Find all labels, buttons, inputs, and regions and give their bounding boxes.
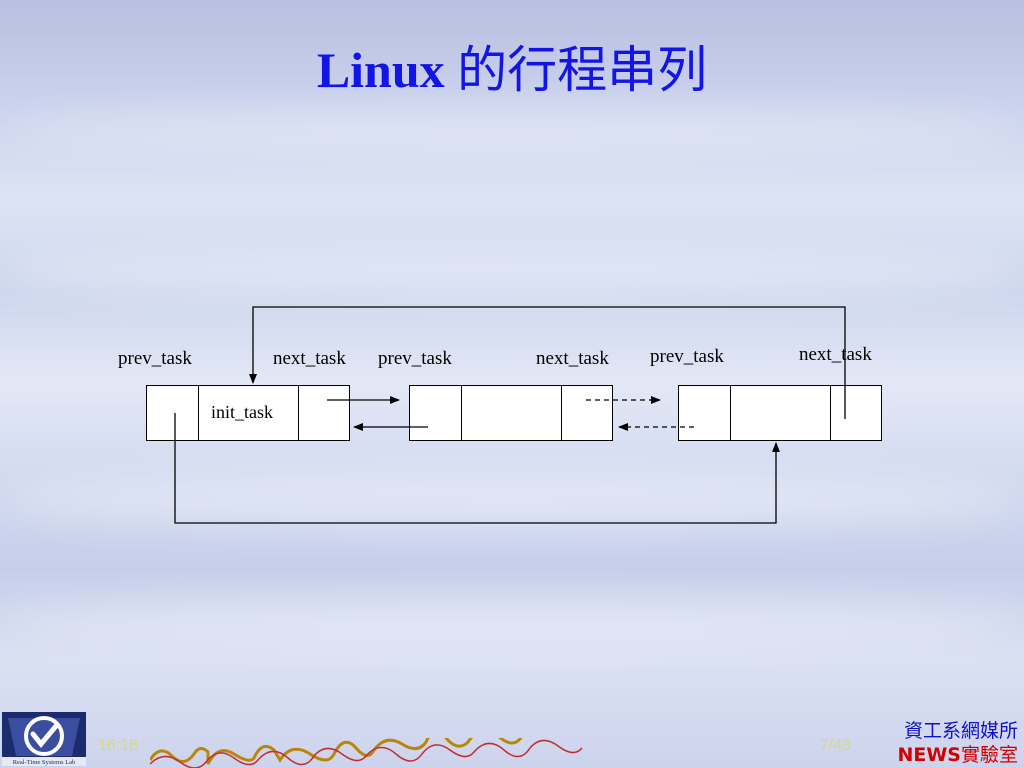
footer-squiggle (150, 738, 810, 768)
slide-page-number: 7/43 (820, 737, 851, 755)
lab-logo: Real-Time Systems Lab (2, 712, 86, 766)
department-name: 資工系網媒所 (904, 716, 1018, 743)
wrap-link-next (253, 307, 845, 419)
lab-name-latin: NEWS (897, 744, 961, 766)
slide-time: 16:18 (98, 737, 138, 755)
wrap-link-prev (175, 413, 776, 523)
logo-text: Real-Time Systems Lab (13, 759, 76, 766)
lab-name-cjk: 實驗室 (961, 744, 1018, 766)
lab-name: NEWS實驗室 (897, 740, 1018, 767)
